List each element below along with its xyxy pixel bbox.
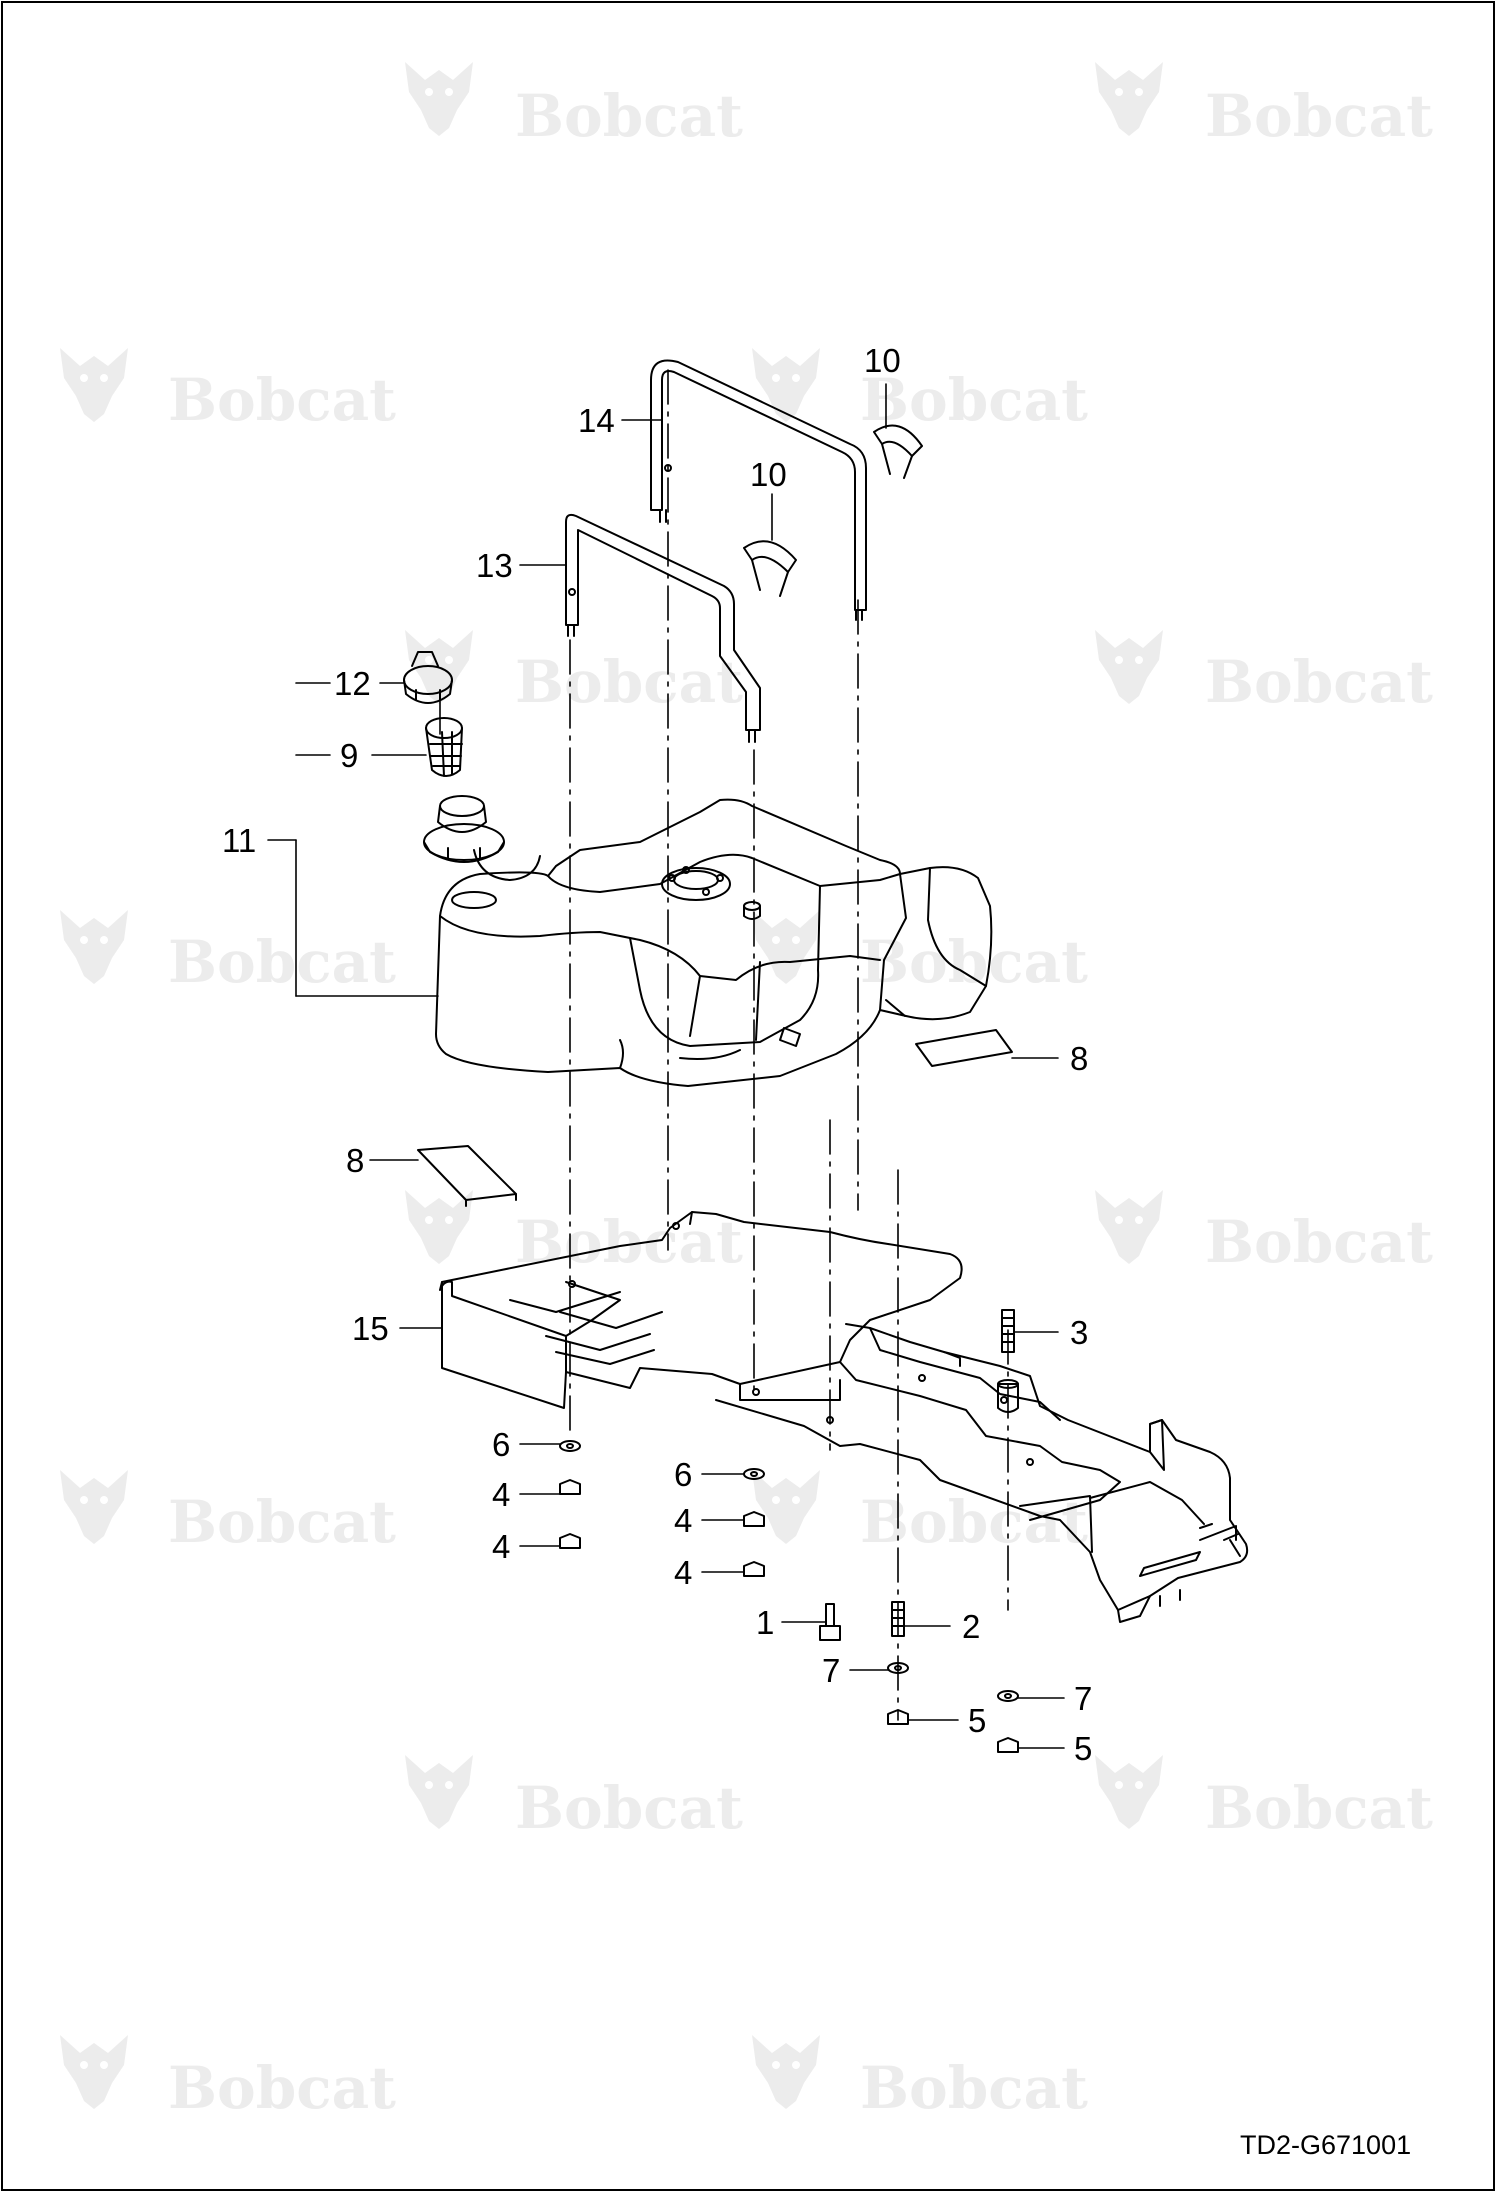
callout-4: 4 — [674, 1554, 692, 1591]
strap-cushion — [743, 424, 923, 597]
callout-10: 10 — [750, 456, 787, 493]
callout-13: 13 — [476, 547, 513, 584]
watermark-text: Bobcat — [1205, 82, 1433, 150]
watermark-text: Bobcat — [860, 2054, 1088, 2122]
fuel-tank — [435, 798, 993, 1087]
watermark-text: Bobcat — [168, 2054, 396, 2122]
callout-3: 3 — [1070, 1314, 1088, 1351]
watermark-text: Bobcat — [515, 648, 743, 716]
watermark-text: Bobcat — [168, 366, 396, 434]
watermark-text: Bobcat — [860, 1488, 1088, 1556]
callout-7: 7 — [822, 1652, 840, 1689]
callout-8: 8 — [1070, 1040, 1088, 1077]
watermark-layer: Bobcat Bobcat Bobcat Bobcat Bobcat Bobca… — [60, 62, 1433, 2122]
callout-14: 14 — [578, 402, 615, 439]
rubber-pad — [417, 1145, 517, 1201]
hex-bolt — [819, 1603, 841, 1641]
rear-tank-strap — [650, 359, 867, 611]
watermark-text: Bobcat — [860, 928, 1088, 996]
watermark-text: Bobcat — [860, 366, 1088, 434]
watermark-text: Bobcat — [168, 1488, 396, 1556]
stud-bolt — [997, 1309, 1019, 1413]
filler-neck — [423, 795, 505, 863]
callout-5: 5 — [1074, 1730, 1092, 1767]
drawing-number: TD2-G671001 — [1240, 2130, 1411, 2160]
watermark-text: Bobcat — [515, 82, 743, 150]
leader-lines — [267, 383, 1065, 1749]
watermark-text: Bobcat — [1205, 1208, 1433, 1276]
callout-4: 4 — [492, 1476, 510, 1513]
filler-strainer — [425, 717, 463, 777]
callout-6: 6 — [492, 1426, 510, 1463]
callout-6: 6 — [674, 1456, 692, 1493]
callout-labels: 14 13 10 10 12 9 11 8 8 15 3 6 4 4 6 4 4… — [222, 342, 1092, 1767]
watermark-text: Bobcat — [515, 1774, 743, 1842]
callout-15: 15 — [352, 1310, 389, 1347]
watermark-text: Bobcat — [515, 1208, 743, 1276]
watermark-text: Bobcat — [1205, 648, 1433, 716]
callout-4: 4 — [674, 1502, 692, 1539]
chassis-frame — [715, 1323, 1249, 1623]
callout-12: 12 — [334, 665, 371, 702]
callout-9: 9 — [340, 737, 358, 774]
stud — [891, 1601, 905, 1637]
rubber-pad — [915, 1029, 1013, 1067]
callout-2: 2 — [962, 1608, 980, 1645]
callout-10: 10 — [864, 342, 901, 379]
assembly-centerlines — [439, 369, 1009, 1721]
watermark-text: Bobcat — [1205, 1774, 1433, 1842]
tank-guard — [439, 1211, 963, 1409]
callout-5: 5 — [968, 1702, 986, 1739]
callout-1: 1 — [756, 1604, 774, 1641]
callout-4: 4 — [492, 1528, 510, 1565]
watermark-text: Bobcat — [168, 928, 396, 996]
callout-7: 7 — [1074, 1680, 1092, 1717]
front-tank-strap — [565, 513, 761, 731]
callout-11: 11 — [222, 822, 256, 859]
callout-8: 8 — [346, 1142, 364, 1179]
filler-cap — [403, 651, 453, 704]
